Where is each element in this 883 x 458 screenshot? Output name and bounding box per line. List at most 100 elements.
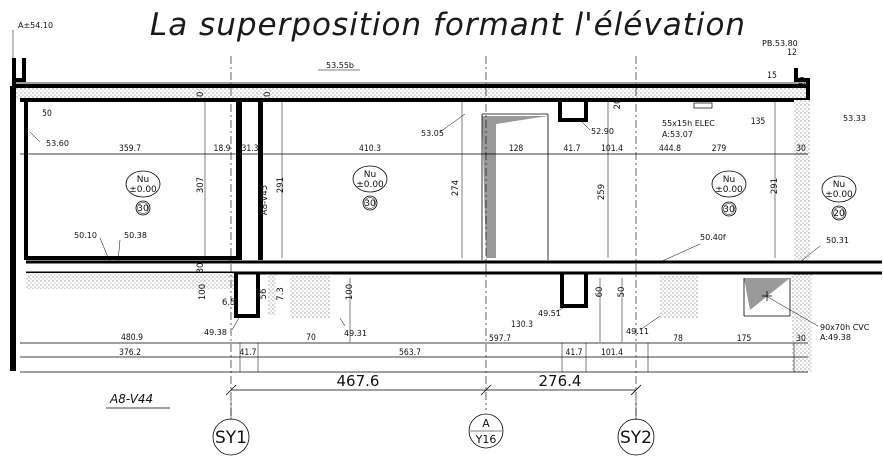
- dim-small: 100: [345, 284, 355, 300]
- dim-small: 30: [196, 263, 206, 274]
- dim-lower: 78: [673, 334, 683, 344]
- note-elec-level: A:53.07: [662, 130, 693, 139]
- svg-text:±0.00: ±0.00: [129, 185, 157, 195]
- column-shade: [482, 116, 548, 258]
- level-5038: 50.38: [124, 231, 147, 240]
- dim-lower: 101.4: [601, 348, 623, 358]
- dim-lower: 70: [306, 333, 316, 343]
- dim-vertical: 291: [276, 177, 286, 193]
- svg-text:20: 20: [833, 209, 845, 219]
- svg-text:30: 30: [723, 205, 735, 215]
- dim-upper: 18.9: [213, 144, 230, 154]
- section-label: A8-V44: [109, 392, 153, 406]
- dim-vertical: 274: [451, 180, 461, 196]
- dim-lower: 597.7: [489, 334, 511, 344]
- dim-upper: 410.3: [359, 144, 381, 154]
- level-5040: 50.40f: [700, 233, 726, 242]
- dotted-block-2: [660, 276, 698, 318]
- svg-text:30: 30: [137, 204, 149, 214]
- dim-lower: 563.7: [399, 348, 421, 358]
- level-4938: 49.38: [204, 328, 227, 337]
- svg-text:SY1: SY1: [215, 428, 247, 448]
- svg-text:Y16: Y16: [475, 433, 497, 446]
- svg-text:30: 30: [364, 199, 376, 209]
- dim-upper: 444.8: [659, 144, 681, 154]
- note-elec: 55x15h ELEC: [662, 119, 715, 128]
- dim-small: 6.5: [222, 298, 236, 308]
- dim-vertical: 20: [613, 99, 623, 110]
- dim-vertical: 20: [263, 92, 273, 103]
- dim-vertical: 307: [196, 177, 206, 193]
- left-wall: [10, 86, 16, 371]
- column-mid: [258, 100, 263, 260]
- axis-dimension: 467.6: [337, 372, 380, 390]
- dim-upper: 12: [787, 48, 797, 58]
- svg-text:Nu: Nu: [364, 170, 376, 180]
- dim-small: 100: [198, 284, 208, 300]
- room-tag: Nu ±0.00 30: [711, 170, 747, 217]
- svg-text:Nu: Nu: [137, 175, 149, 185]
- room-tag: Nu ±0.00 30: [352, 165, 388, 211]
- dim-lower: 41.7: [565, 348, 582, 358]
- dim-upper: 31.3: [241, 144, 258, 154]
- level-4038: A:49.38: [820, 333, 851, 342]
- dim-upper: 101.4: [601, 144, 623, 154]
- note-cvc: 90x70h CVC: [820, 323, 870, 332]
- level-top-left: A±54.10: [18, 21, 53, 30]
- column-left: [236, 100, 242, 260]
- level-right-side: 53.33: [843, 114, 866, 123]
- beam-drop-right: [560, 273, 588, 308]
- level-4951: 49.51: [538, 309, 561, 318]
- dim-vertical: 20: [196, 92, 206, 103]
- svg-text:Nu: Nu: [833, 180, 845, 190]
- dim-lower: 41.7: [239, 348, 256, 358]
- level-5010: 50.10: [74, 231, 97, 240]
- drawing-title: La superposition formant l'élévation: [150, 7, 746, 43]
- dim-upper: 135: [751, 117, 766, 127]
- dim-lower: 30: [796, 334, 806, 344]
- roof-slab: [14, 86, 808, 100]
- dim-small: 60: [595, 287, 605, 298]
- room-tag: Nu ±0.00 20: [821, 175, 857, 221]
- dim-upper: 30: [796, 144, 806, 154]
- dim-upper: 279: [712, 144, 727, 154]
- dim-upper: 128: [509, 144, 524, 154]
- dim-lower: 480.9: [121, 333, 143, 343]
- axis-dimension: 276.4: [539, 372, 582, 390]
- dim-upper: 50: [42, 109, 52, 119]
- level-5031: 50.31: [826, 236, 849, 245]
- svg-text:SY2: SY2: [620, 428, 652, 448]
- dim-vertical: 259: [597, 184, 607, 200]
- svg-text:±0.00: ±0.00: [715, 185, 743, 195]
- dim-small: 50: [617, 287, 627, 298]
- dim-vertical: 291: [770, 178, 780, 194]
- dim-vertical: 20: [798, 77, 808, 88]
- dim-small: 7.3: [276, 287, 286, 301]
- lower-slab-left: [26, 273, 236, 289]
- beam-notch-upper: [558, 100, 588, 122]
- svg-text:Nu: Nu: [723, 175, 735, 185]
- beam-drop-left: [234, 273, 260, 318]
- small-wall-hatch: [268, 275, 276, 315]
- dim-lower: 130.3: [511, 320, 533, 330]
- parapet-left: [14, 58, 26, 82]
- level-right-top: PB.53.80: [762, 39, 798, 48]
- axis-bubble-sy2: SY2: [617, 400, 655, 456]
- room-tag: Nu ±0.00 30: [125, 170, 161, 216]
- level-roof: 53.55b: [326, 61, 354, 70]
- dim-lower: 376.2: [119, 348, 141, 358]
- elec-opening: [693, 102, 713, 109]
- vertical-section-label: A8-V45: [260, 185, 270, 215]
- svg-text:A: A: [482, 417, 490, 430]
- axis-bubble-sy1: SY1: [212, 400, 250, 456]
- right-wall-upper: [794, 100, 810, 272]
- dim-upper: 41.7: [563, 144, 580, 154]
- svg-text:±0.00: ±0.00: [825, 190, 853, 200]
- level-4931: 49.31: [344, 329, 367, 338]
- level-5290: 52.90: [591, 127, 614, 136]
- floor-slab: [26, 262, 882, 272]
- dim-upper: 359.7: [119, 144, 141, 154]
- level-5305: 53.05: [421, 129, 444, 138]
- svg-text:±0.00: ±0.00: [356, 180, 384, 190]
